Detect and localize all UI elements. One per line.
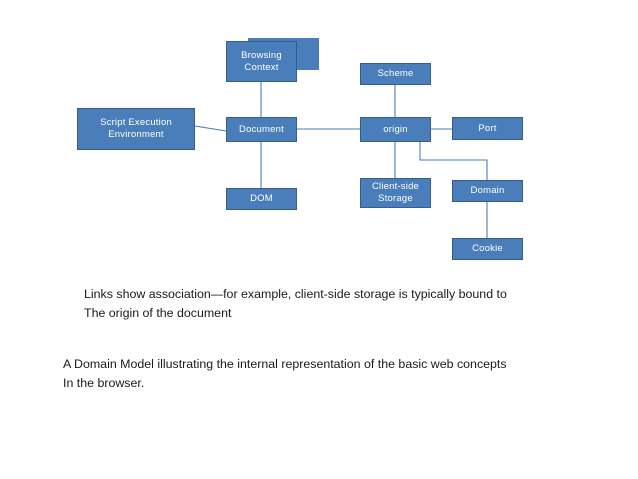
diagram-connectors xyxy=(194,82,488,238)
node-port[interactable]: Port xyxy=(452,117,523,140)
node-scheme-label: Scheme xyxy=(377,68,414,79)
node-document-label: Document xyxy=(239,123,284,135)
node-document[interactable]: Document xyxy=(226,117,297,142)
node-dom-label: DOM xyxy=(250,193,273,204)
node-origin-label: origin xyxy=(383,123,408,135)
node-script-execution-environment[interactable]: Script Execution Environment xyxy=(77,108,195,150)
node-client-side-storage-label: Client-side Storage xyxy=(371,181,420,204)
node-browsing-context-label: Browsing Context xyxy=(241,49,282,73)
node-dom[interactable]: DOM xyxy=(226,188,297,210)
node-domain[interactable]: Domain xyxy=(452,180,523,202)
node-browsing-context[interactable]: Browsing Context xyxy=(226,41,297,82)
node-scheme[interactable]: Scheme xyxy=(360,63,431,85)
caption-links-note: Links show association—for example, clie… xyxy=(84,287,507,320)
link-script-execution-environment-document xyxy=(194,125,227,132)
node-port-label: Port xyxy=(478,122,497,134)
domain-model-diagram: Browsing Context Scheme Script Execution… xyxy=(77,38,523,260)
node-origin[interactable]: origin xyxy=(360,117,431,142)
node-domain-label: Domain xyxy=(470,185,505,196)
node-cookie[interactable]: Cookie xyxy=(452,238,523,260)
node-cookie-label: Cookie xyxy=(472,243,503,254)
node-script-execution-environment-label: Script Execution Environment xyxy=(100,117,172,140)
node-client-side-storage[interactable]: Client-side Storage xyxy=(360,178,431,208)
caption-summary: A Domain Model illustrating the internal… xyxy=(63,357,507,390)
link-origin-domain xyxy=(419,142,488,180)
